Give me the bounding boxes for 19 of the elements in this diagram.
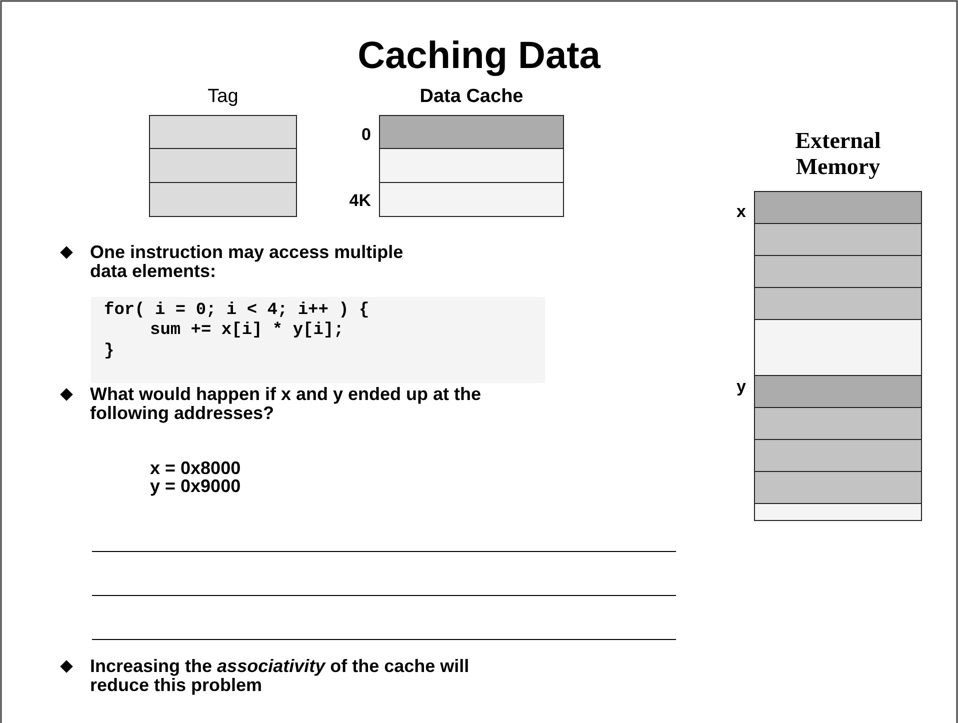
row-label: x [736, 202, 746, 222]
code-line: for( i = 0; i < 4; i++ ) { [104, 300, 370, 321]
address-text: x = 0x8000 [150, 459, 241, 478]
memory-table [149, 115, 297, 217]
memory-table [379, 115, 564, 217]
row-label: 4K [349, 191, 371, 211]
row-label: 0 [362, 125, 371, 145]
row-label: y [736, 377, 746, 397]
memory-table [754, 191, 922, 521]
table-heading: External Memory [794, 128, 882, 180]
bullet-text: One instruction may access multiple data elements: [90, 243, 404, 281]
code-line: } [104, 341, 114, 362]
table-heading: Tag [206, 86, 240, 108]
bullet-text: What would happen if x and y ended up at the following addresses? [90, 385, 482, 423]
bullet-text: Increasing the associativity of the cache will reduce this problem [90, 657, 470, 695]
slide-title: Caching Data [356, 36, 602, 76]
code-line: sum += x[i] * y[i]; [150, 320, 344, 341]
address-text: y = 0x9000 [150, 477, 241, 496]
table-heading: Data Cache [418, 86, 524, 108]
